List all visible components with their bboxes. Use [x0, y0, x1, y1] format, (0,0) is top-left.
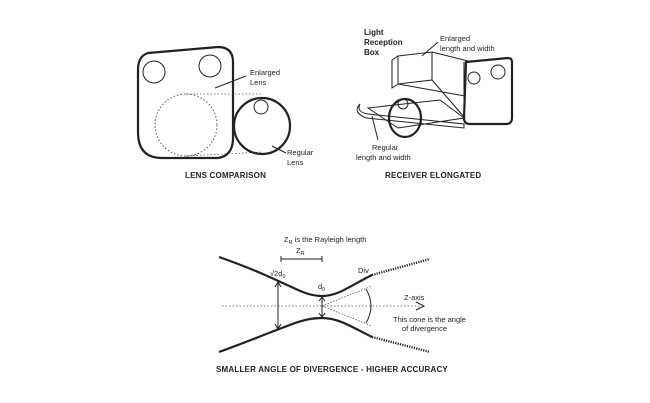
lens-comparison-panel: Enlarged Lens Regular Lens LENS COMPARIS… — [136, 45, 314, 180]
camera-top-right-circle — [198, 54, 222, 78]
receiver-lens-inner — [397, 98, 409, 110]
regular-callout — [371, 115, 379, 141]
cone-line-lower — [321, 305, 373, 327]
z-axis-arrowhead — [415, 301, 426, 311]
waist-arrow-top-head — [318, 296, 326, 302]
receiver-enlarged-label-2: length and width — [440, 44, 495, 53]
receiver-enlarged-label: Enlarged — [440, 34, 470, 43]
light-reception-label-1: Light — [364, 28, 384, 37]
divergence-angle-arc — [365, 288, 372, 324]
beam-upper-boundary — [218, 255, 373, 298]
light-reception-label-3: Box — [364, 48, 380, 57]
receiver-strap — [356, 103, 465, 129]
enlarged-camera-body — [136, 45, 235, 160]
regular-lens-inner — [253, 99, 269, 115]
beam-divergence-panel: ZR is the Rayleigh length ZR Z-axis √2d0… — [216, 235, 466, 374]
beam-upper-divergence — [371, 257, 431, 277]
width-arrow-bottom-head — [274, 323, 282, 330]
width-arrow-top-head — [274, 281, 282, 288]
beam-caption: SMALLER ANGLE OF DIVERGENCE - HIGHER ACC… — [216, 365, 448, 374]
waist-arrow-bottom-head — [318, 312, 326, 318]
light-reception-box — [397, 51, 433, 85]
receiver-circle-right — [490, 64, 506, 80]
enlarged-callout — [421, 41, 439, 57]
beam-lower-divergence — [371, 335, 431, 354]
regular-lens-callout — [271, 145, 287, 154]
enlarged-lens-outline — [154, 93, 218, 157]
receiver-funnel-top — [431, 51, 473, 63]
cone-label-2: of divergence — [402, 324, 447, 333]
light-reception-label-2: Reception — [364, 38, 403, 47]
cone-label-1: This cone is the angle — [393, 315, 466, 324]
receiver-camera-body — [462, 56, 514, 126]
receiver-regular-label: Regular — [372, 143, 399, 152]
enlarged-lens-callout — [214, 75, 247, 89]
lens-connector-bottom — [185, 151, 263, 157]
receiver-funnel-bottom — [431, 79, 466, 119]
receiver-circle-left — [467, 71, 481, 85]
beam-lower-boundary — [218, 316, 373, 354]
div-label: Div — [358, 266, 369, 275]
receiver-regular-label-2: length and width — [356, 153, 411, 162]
regular-lens-label: Regular — [287, 148, 314, 157]
width-label: √2d0 — [270, 269, 286, 280]
rayleigh-definition: ZR is the Rayleigh length — [284, 235, 366, 246]
light-reception-box-side — [391, 55, 399, 89]
receiver-funnel-mid — [397, 83, 466, 97]
enlarged-lens-label-2: Lens — [250, 78, 267, 87]
camera-top-left-circle — [142, 60, 166, 84]
receiver-elongated-panel: Light Reception Box Enlarged length and … — [356, 28, 514, 180]
waist-label: d0 — [318, 282, 325, 293]
regular-lens — [232, 96, 292, 156]
zr-label: ZR — [296, 246, 305, 257]
lens-comparison-caption: LENS COMPARISON — [185, 171, 266, 180]
enlarged-lens-label: Enlarged — [250, 68, 280, 77]
regular-lens-label-2: Lens — [287, 158, 304, 167]
receiver-elongated-caption: RECEIVER ELONGATED — [385, 171, 481, 180]
z-axis-label: Z-axis — [404, 293, 425, 302]
